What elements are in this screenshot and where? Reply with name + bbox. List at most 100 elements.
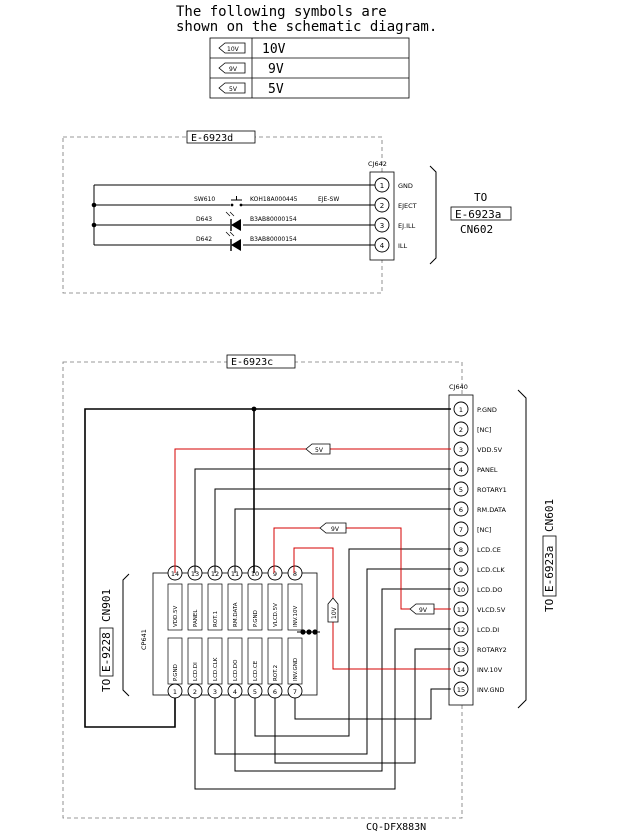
cj640-label: CJ640 (449, 383, 468, 391)
board-d-to-label: TO (474, 191, 487, 204)
cj640-pin-number: 8 (459, 546, 463, 554)
cp641-pin-label: INV.10V (293, 605, 299, 627)
legend-tag-9v: 9V (218, 62, 246, 74)
cp641-pin-label: PANEL (193, 609, 199, 627)
cp641-pin-label: LCD.CE (253, 660, 259, 681)
svg-text:1: 1 (380, 182, 384, 190)
tag-5v: 5V (305, 443, 331, 455)
cp641-pin-number: 13 (191, 570, 199, 578)
cj640-pin-number: 2 (459, 426, 463, 434)
cp641-pin-number: 12 (211, 570, 219, 578)
board-c-to-prefix: TO (543, 599, 556, 612)
cj642-pin-label-2: EJECT (398, 202, 417, 210)
cj640-pin-15: 15 (453, 681, 469, 697)
cj640-pin-number: 14 (457, 666, 465, 674)
cp641-top-pins: 14VDD.5V13PANEL12ROT.111RM.DATA10P.GND9V… (167, 565, 303, 631)
cj640-pin-13: 13 (453, 641, 469, 657)
cp641-pin-10: 10P.GND (247, 565, 263, 631)
board-c-right-destination: TO E-6923a CN601 (542, 499, 557, 612)
cj640-pin-label: INV.10V (477, 666, 503, 674)
cj640-pin-number: 5 (459, 486, 463, 494)
cj640-pin-label: INV.GND (477, 686, 504, 694)
cj640-pin-number: 3 (459, 446, 463, 454)
cp641-label: CP641 (140, 629, 148, 650)
legend-value-5v: 5V (268, 82, 284, 97)
svg-text:9V: 9V (229, 66, 238, 73)
led-d643-symbol (225, 211, 241, 231)
cp641-pin-number: 10 (251, 570, 259, 578)
cj640-pin-2: 2 (453, 421, 469, 437)
svg-text:3: 3 (380, 222, 384, 230)
cp641-pin-number: 11 (231, 570, 239, 578)
cj640-pin-label: ROTARY2 (477, 646, 507, 654)
tag-10v: 10V (327, 597, 339, 623)
board-c-to-board: E-6923a (543, 546, 556, 592)
board-c-title: E-6923c (231, 357, 273, 368)
cp641-pin-label: VDD.5V (173, 606, 179, 627)
cp641-pin-label: LCD.DO (233, 659, 239, 681)
legend-value-10v: 10V (262, 42, 286, 57)
cp641-pin-number: 3 (213, 688, 217, 696)
cj640-pin-label: PANEL (477, 466, 498, 474)
legend-tag-10v: 10V (218, 42, 246, 54)
sw610-ref: SW610 (194, 196, 215, 203)
svg-text:2: 2 (380, 202, 384, 210)
model-number: CQ-DFX883N (366, 822, 426, 833)
cj640-pin-label: ROTARY1 (477, 486, 507, 494)
board-e6923d: E-6923d CJ642 1 2 3 4 GND EJECT EJ.ILL I… (62, 130, 512, 294)
sw610-part: KOH18A000445 (250, 196, 298, 203)
svg-text:5V: 5V (229, 86, 238, 93)
cj640-pin-number: 13 (457, 646, 465, 654)
svg-text:10V: 10V (331, 606, 338, 619)
d643-ref: D643 (196, 216, 212, 223)
cj642-pin-label-1: GND (398, 182, 413, 190)
svg-text:10V: 10V (227, 46, 240, 53)
cp641-pin-label: LCD.CLK (213, 657, 219, 681)
svg-text:4: 4 (380, 242, 385, 250)
cp641-pin-label: INV.GND (293, 658, 299, 681)
cj640-pin-11: 11 (453, 601, 469, 617)
cj640-pin-3: 3 (453, 441, 469, 457)
led-d642-symbol (225, 231, 241, 251)
board-d-title: E-6923d (191, 133, 233, 144)
cp641-pin-number: 2 (193, 688, 197, 696)
svg-text:5V: 5V (315, 447, 324, 454)
d642-ref: D642 (196, 236, 212, 243)
cp641-pin-number: 14 (171, 570, 179, 578)
cj640-pin-number: 6 (459, 506, 463, 514)
board-d-wires (93, 184, 375, 246)
cj640-pin-label: LCD.DO (477, 586, 502, 594)
cj640-pin-number: 15 (457, 686, 465, 694)
tag-9v-top: 9V (319, 522, 347, 534)
cp641-bottom-pins: 1P.GND2LCD.DI3LCD.CLK4LCD.DO5LCD.CE6ROT.… (167, 637, 303, 699)
cj640-pin-label: [NC] (477, 526, 491, 534)
cj640-pin-number: 1 (459, 406, 463, 414)
cj640-pin-label: LCD.CE (477, 546, 501, 554)
cj640-pin-label: RM.DATA (477, 506, 506, 514)
cp641-pin-label: P.GND (173, 664, 179, 681)
header-line-2: shown on the schematic diagram. (176, 19, 437, 35)
cj640-pin-4: 4 (453, 461, 469, 477)
cp641-pin-1: 1P.GND (167, 637, 183, 699)
board-c-left-destination: TO E-9228 CN901 (99, 589, 114, 692)
cp641-pin-number: 4 (233, 688, 237, 696)
tag-9v-right: 9V (409, 603, 435, 615)
cp641-pin-label: RM.DATA (233, 602, 239, 627)
legend-value-9v: 9V (268, 62, 284, 77)
cj640-pin-number: 9 (459, 566, 463, 574)
cj640-pin-9: 9 (453, 561, 469, 577)
cj640-pin-10: 10 (453, 581, 469, 597)
cj640-pin-label: [NC] (477, 426, 491, 434)
cj640-pin-label: LCD.DI (477, 626, 499, 634)
cj640-pin-8: 8 (453, 541, 469, 557)
cp641-pin-number: 8 (293, 570, 297, 578)
cj640-pin-number: 10 (457, 586, 465, 594)
board-c-left-prefix: TO (100, 679, 113, 692)
cj640-pin-12: 12 (453, 621, 469, 637)
cj640-pin-1: 1 (453, 401, 469, 417)
sw610-name: EJE-SW (318, 196, 339, 203)
